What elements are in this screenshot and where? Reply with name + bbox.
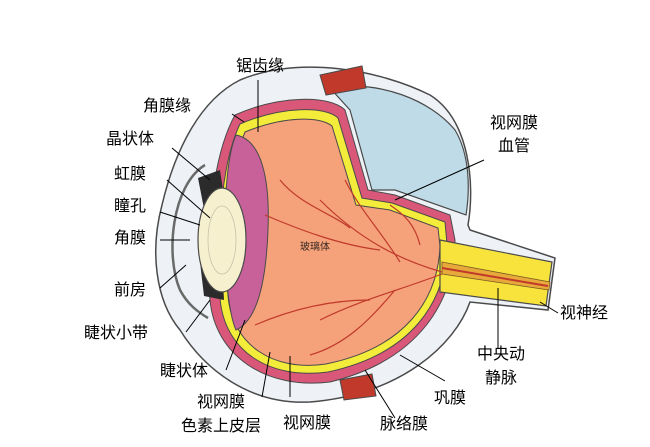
label-retinal-vessels-line2: 血管 <box>497 136 530 155</box>
label-cornea: 角膜 <box>114 228 147 247</box>
label-sclera: 巩膜 <box>434 388 467 407</box>
label-ora-serrata: 锯齿缘 <box>236 56 285 75</box>
label-optic-nerve: 视神经 <box>560 303 609 322</box>
label-retinal-vessels-line1: 视网膜 <box>489 113 538 132</box>
label-central-vessels-line1: 中央动 <box>476 344 525 363</box>
label-pupil: 瞳孔 <box>114 196 147 215</box>
label-choroid: 脉络膜 <box>380 414 429 433</box>
muscle-bottom <box>339 373 377 401</box>
label-anterior-chamber: 前房 <box>114 280 147 299</box>
label-vitreous: 玻璃体 <box>300 242 330 253</box>
label-rpe-line1: 视网膜 <box>196 392 245 411</box>
retinal-vessels <box>254 179 443 356</box>
label-rpe-line2: 色素上皮层 <box>180 416 261 435</box>
muscle-top <box>319 65 367 96</box>
label-central-vessels-line2: 静脉 <box>484 368 517 387</box>
label-zonule: 睫状小带 <box>84 323 149 342</box>
lens <box>197 187 247 293</box>
label-ciliary-body: 睫状体 <box>160 361 209 380</box>
label-iris: 虹膜 <box>114 164 147 183</box>
cornea <box>171 163 209 320</box>
label-limbus: 角膜缘 <box>143 96 192 115</box>
label-retina: 视网膜 <box>283 413 332 432</box>
optic-nerve-inner <box>441 261 551 291</box>
label-lens: 晶状体 <box>106 129 155 148</box>
leader-lines <box>159 80 559 419</box>
